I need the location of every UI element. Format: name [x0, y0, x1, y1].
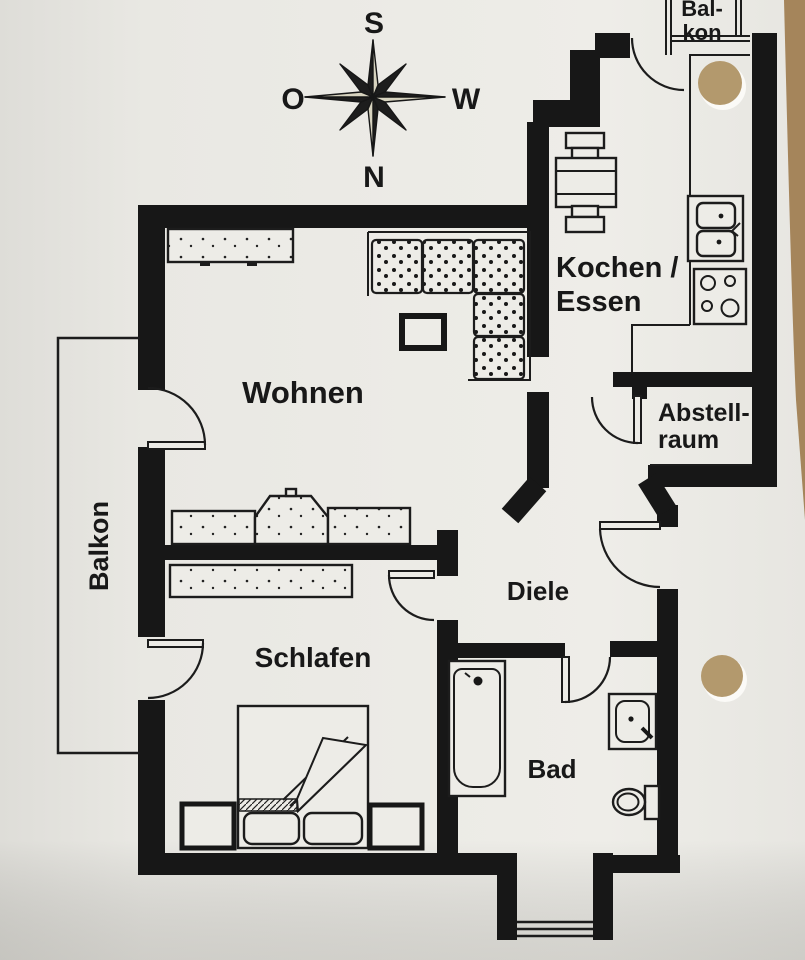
balcony-north-railing [665, 0, 750, 55]
washbasin [607, 692, 658, 751]
bed [236, 704, 370, 850]
compass-label-s: S [364, 7, 384, 40]
balcony-west-outline [56, 336, 140, 755]
stove [692, 267, 748, 326]
compass-rose [304, 39, 446, 157]
bathtub [447, 659, 507, 798]
table-edge [784, 0, 805, 520]
label-wohnen: Wohnen [242, 375, 364, 410]
door-kitchen-balcony [630, 37, 685, 92]
hole-punch-bottom [701, 655, 747, 702]
sideboard-row [170, 487, 412, 546]
nightstand-right [367, 802, 425, 851]
label-kochen-line1: Kochen / [556, 252, 678, 284]
label-diele: Diele [507, 576, 569, 606]
kitchen-sink [686, 194, 745, 263]
door-entrance [598, 521, 661, 589]
walls [138, 33, 777, 940]
corner-sofa [367, 231, 531, 381]
bay-window [517, 920, 593, 938]
nightstand-left [179, 801, 237, 851]
dining-table [554, 131, 618, 234]
toilet [611, 784, 661, 821]
wardrobe [168, 563, 354, 599]
hole-punch-top [698, 61, 746, 110]
compass-label-o: O [281, 83, 304, 116]
label-balkon-nord-line1: Bal- [681, 0, 723, 21]
coffee-table [399, 313, 447, 351]
door-schlafen [387, 570, 435, 622]
label-balkon-nord-line2: kon [682, 20, 721, 45]
label-bad: Bad [527, 754, 576, 784]
door-abstellraum [590, 395, 642, 445]
sideboard-top [166, 227, 295, 266]
door-wohnen-balcony [147, 386, 207, 450]
compass-label-n: N [363, 161, 385, 194]
label-schlafen: Schlafen [255, 642, 372, 673]
label-kochen-line2: Essen [556, 286, 641, 318]
label-balkon-west: Balkon [84, 501, 114, 591]
label-abstellraum-line2: raum [658, 426, 719, 454]
compass-label-w: W [452, 83, 481, 116]
label-abstellraum-line1: Abstell- [658, 399, 750, 427]
door-bad [561, 656, 612, 704]
door-schlafen-balcony [147, 639, 205, 700]
